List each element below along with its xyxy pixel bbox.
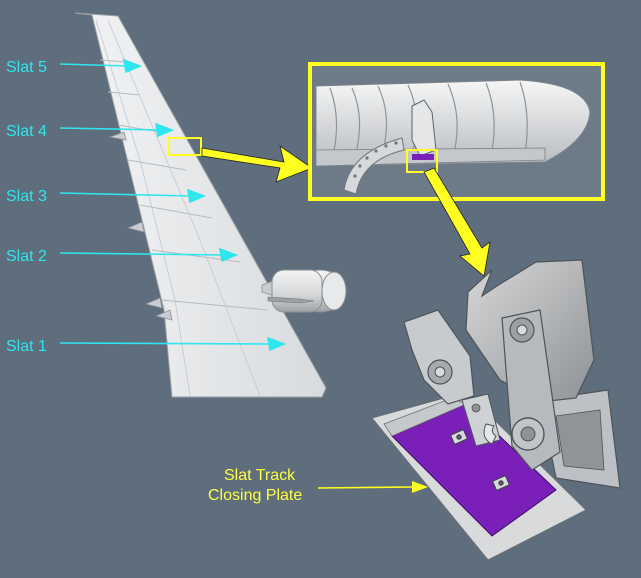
wing-panel-lines [99, 59, 269, 311]
left-lug [403, 309, 475, 405]
plate-fasteners [449, 428, 511, 492]
slat-callout-arrows [59, 58, 287, 352]
slat4-label: Slat 4 [6, 123, 47, 140]
slat1-label: Slat 1 [6, 338, 47, 355]
closing-plate-label-line1: Slat Track [224, 467, 296, 484]
closing-plate-arrowhead [412, 481, 428, 493]
inset-closing-plate [412, 154, 434, 160]
mechanism-detail [371, 259, 621, 561]
zoom-arrow-1 [201, 145, 313, 183]
slat2-label: Slat 2 [6, 248, 47, 265]
slat3-arrowhead [186, 188, 207, 204]
slat5-label: Slat 5 [6, 59, 47, 76]
engine [261, 269, 347, 313]
wing [74, 12, 347, 398]
slat2-arrow [59, 252, 225, 256]
wing-planform [74, 12, 327, 398]
slat1-arrowhead [266, 336, 287, 352]
closing-plate-arrow [317, 486, 415, 489]
slat-track-fairings [108, 131, 173, 321]
inset-track-holes [353, 141, 398, 178]
slat-detail-inset [308, 62, 605, 201]
slat2-arrowhead [218, 247, 239, 263]
upper-pivot-center [516, 324, 528, 336]
slat-labels: Slat 5 Slat 4 Slat 3 Slat 2 Slat 1 [6, 59, 47, 355]
slat5-arrowhead [122, 58, 143, 74]
slat1-arrow [59, 342, 273, 345]
left-lug-bolt-center [434, 366, 446, 378]
closing-plate-callout: Slat Track Closing Plate [208, 467, 428, 504]
slat5-arrow [59, 63, 129, 67]
rear-bracket-inner [555, 409, 605, 471]
locator-box-wing [168, 137, 202, 156]
inset-slat-track [343, 137, 405, 195]
slat3-label: Slat 3 [6, 188, 47, 205]
roller-center [520, 426, 536, 442]
locator-box-inset [406, 149, 438, 173]
slat4-arrow [59, 127, 161, 131]
slat4-arrowhead [154, 122, 175, 138]
slat3-arrow [59, 192, 193, 197]
closing-plate-label-line2: Closing Plate [208, 487, 302, 504]
plate-bracket-pin [471, 403, 481, 413]
latch-hook [483, 423, 497, 445]
zoom-arrow-2 [423, 167, 491, 277]
